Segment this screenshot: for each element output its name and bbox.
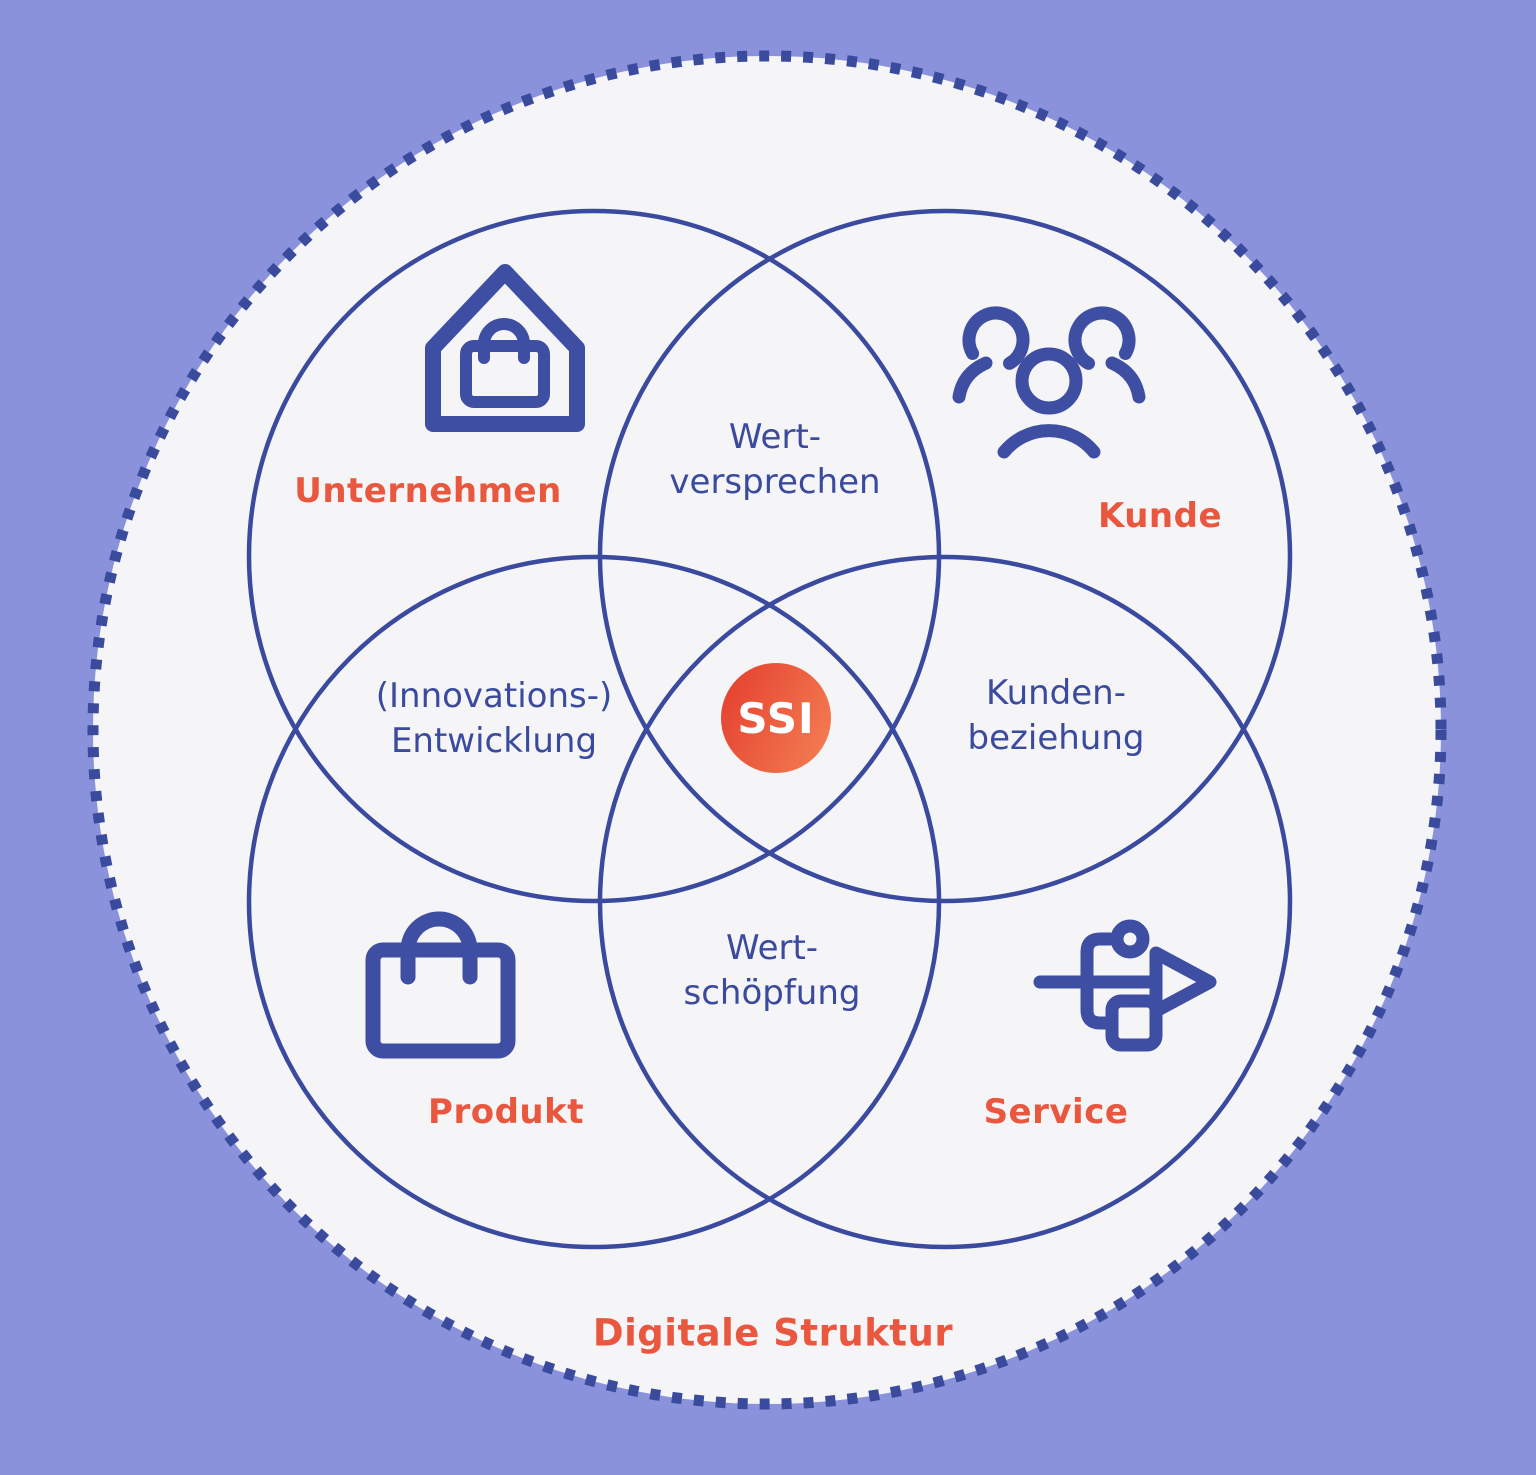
label-innovations-entwicklung-line2: Entwicklung — [390, 721, 598, 761]
label-wertschoepfung-line1: Wert- — [725, 928, 819, 968]
label-digitale-struktur: Digitale Struktur — [592, 1311, 954, 1355]
label-service: Service — [983, 1092, 1129, 1132]
process-flow-arrow-icon — [1033, 919, 1217, 1052]
label-wertversprechen-line1: Wert- — [728, 417, 822, 457]
shopping-bag-icon — [365, 911, 516, 1059]
label-kundenbeziehung-line2: beziehung — [967, 718, 1145, 758]
people-group-icon — [952, 306, 1146, 459]
label-wertschoepfung: Wert- schöpfung — [684, 926, 861, 1016]
label-unternehmen: Unternehmen — [294, 471, 562, 511]
ssi-center-label: SSI — [737, 693, 815, 743]
label-innovations-entwicklung: (Innovations-) Entwicklung — [376, 674, 613, 764]
venn-circles — [246, 208, 1293, 1250]
label-kundenbeziehung-line1: Kunden- — [985, 673, 1127, 713]
label-wertschoepfung-line2: schöpfung — [683, 973, 861, 1013]
venn-circle-service — [597, 554, 1293, 1250]
venn-circle-produkt — [246, 554, 942, 1250]
label-wertversprechen-line2: versprechen — [669, 462, 881, 502]
label-innovations-entwicklung-line1: (Innovations-) — [375, 676, 613, 716]
ssi-center-badge: SSI — [721, 663, 831, 773]
house-with-bag-icon — [425, 264, 585, 432]
label-kundenbeziehung: Kunden- beziehung — [968, 671, 1145, 761]
label-produkt: Produkt — [428, 1092, 584, 1132]
label-wertversprechen: Wert- versprechen — [669, 415, 880, 505]
label-kunde: Kunde — [1097, 496, 1223, 536]
